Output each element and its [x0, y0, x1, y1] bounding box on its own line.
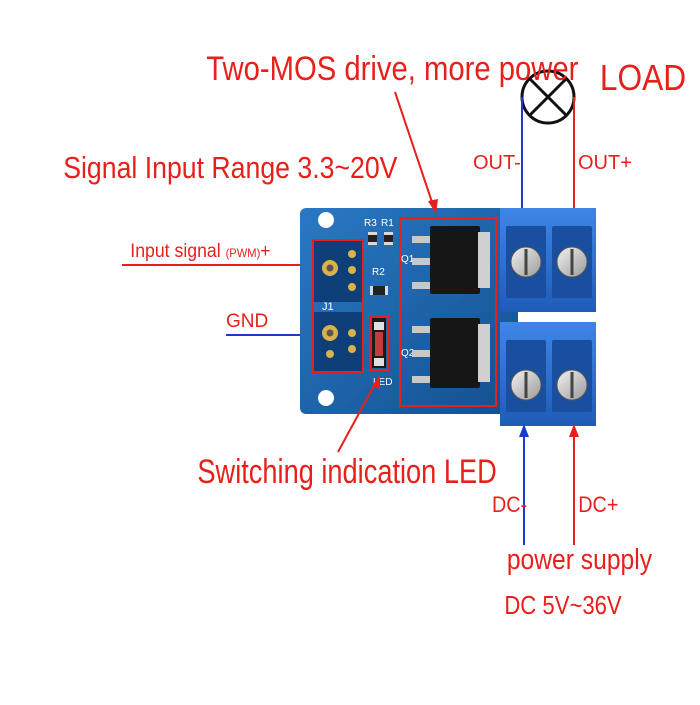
load-label: LOAD [599, 57, 687, 98]
out-minus-label: OUT- [473, 152, 521, 174]
input-signal-text: Input signal [130, 241, 221, 262]
silk-q2: Q2 [401, 348, 415, 359]
terminal-block-power [500, 322, 596, 426]
input-signal-label: Input signal (PWM)+ [130, 242, 270, 261]
mosfet-highlight [399, 217, 497, 407]
gnd-label: GND [226, 311, 269, 332]
signal-range-label: Signal Input Range 3.3~20V [63, 150, 398, 185]
j1-highlight [312, 239, 364, 373]
smd-resistors: R3 R1 R2 [364, 218, 394, 295]
silk-r3: R3 [364, 218, 377, 229]
silk-q1: Q1 [401, 254, 415, 265]
dc-minus-arrow-icon [519, 424, 529, 437]
terminal-block-out [500, 208, 596, 312]
switching-led-label: Switching indication LED [197, 453, 497, 491]
dc-range-label: DC 5V~36V [504, 590, 622, 620]
silk-led: LED [373, 377, 392, 388]
input-signal-plus: + [260, 241, 271, 262]
silk-r1: R1 [381, 218, 394, 229]
two-mos-label: Two-MOS drive, more power [206, 50, 579, 88]
j1-header: J1 [312, 239, 364, 373]
dc-plus-label: DC+ [578, 492, 619, 517]
input-signal-pwm: (PWM) [225, 246, 261, 260]
power-supply-label: power supply [506, 544, 653, 576]
dc-plus-arrow-icon [569, 424, 579, 437]
silk-r2: R2 [372, 267, 385, 278]
mosfet-q1: Q1 [401, 226, 490, 294]
out-plus-label: OUT+ [578, 152, 632, 174]
silk-j1: J1 [322, 301, 334, 313]
led-indicator: LED [369, 315, 392, 388]
two-mos-arrow-icon [394, 91, 438, 214]
mosfet-q2: Q2 [401, 318, 490, 388]
led-arrow-icon [337, 374, 380, 453]
led-highlight [369, 315, 389, 371]
dc-minus-label: DC- [491, 492, 528, 517]
